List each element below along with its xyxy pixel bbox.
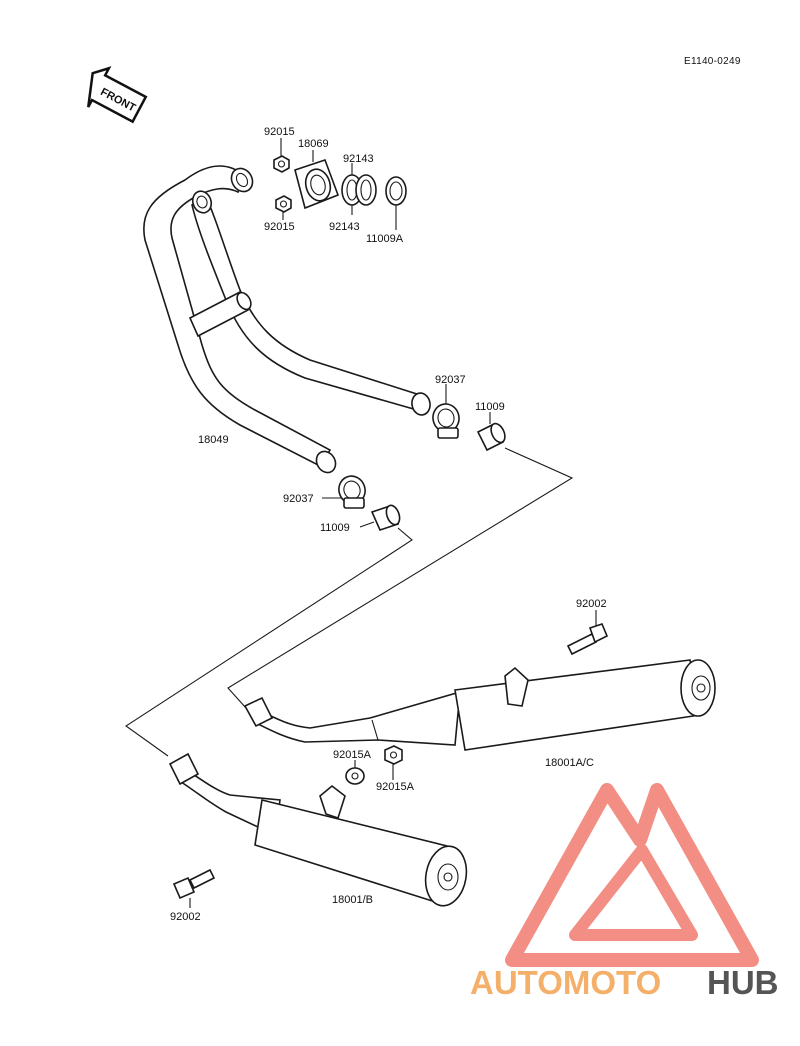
nut-92015A-left xyxy=(345,767,365,785)
label-18049: 18049 xyxy=(198,434,229,446)
bolt-92002-bottom xyxy=(172,868,216,900)
label-11009A: 11009A xyxy=(366,233,404,245)
label-92002-bottom: 92002 xyxy=(170,911,201,923)
label-11009-left: 11009 xyxy=(320,522,350,534)
diagram-code: E1140-0249 xyxy=(684,56,741,67)
front-arrow-icon: FRONT xyxy=(87,66,148,124)
nut-92015-top xyxy=(273,155,290,173)
label-18001B: 18001/B xyxy=(332,894,373,906)
watermark-text-automoto: AUTOMOTO xyxy=(470,964,661,1001)
label-92037-right: 92037 xyxy=(435,374,466,386)
label-92037-left: 92037 xyxy=(283,493,314,505)
label-92015-top: 92015 xyxy=(264,126,295,138)
clamp-92037-left xyxy=(338,475,366,509)
label-92143-top: 92143 xyxy=(343,153,374,165)
label-18001AC: 18001A/C xyxy=(545,757,594,769)
label-92143-bottom: 92143 xyxy=(329,221,360,233)
clamp-92037-right xyxy=(432,403,460,439)
label-11009-right: 11009 xyxy=(475,401,505,413)
label-18069: 18069 xyxy=(298,138,329,150)
gasket-92143 xyxy=(341,174,377,206)
label-92015-bottom: 92015 xyxy=(264,221,295,233)
flange-18069 xyxy=(294,158,340,210)
label-92002-top: 92002 xyxy=(576,598,607,610)
bolt-92002-top xyxy=(566,623,609,656)
exhaust-pipe-18049 xyxy=(143,165,431,474)
gasket-11009-left xyxy=(370,504,401,531)
gasket-11009-right xyxy=(476,422,506,452)
leader-lines xyxy=(189,138,597,908)
nut-92015-bottom xyxy=(275,195,292,213)
automotohub-logo-icon xyxy=(505,783,759,967)
muffler-18001B xyxy=(168,752,468,907)
label-92015A-right: 92015A xyxy=(376,781,415,793)
muffler-18001AC xyxy=(243,659,716,751)
nut-92015A-right xyxy=(384,745,403,765)
gasket-11009A xyxy=(385,176,407,206)
label-92015A-left: 92015A xyxy=(333,749,372,761)
watermark-text: AUTOMOTO HUB xyxy=(470,964,779,1001)
connection-lines xyxy=(125,447,574,757)
watermark-text-hub: HUB xyxy=(707,964,779,1001)
